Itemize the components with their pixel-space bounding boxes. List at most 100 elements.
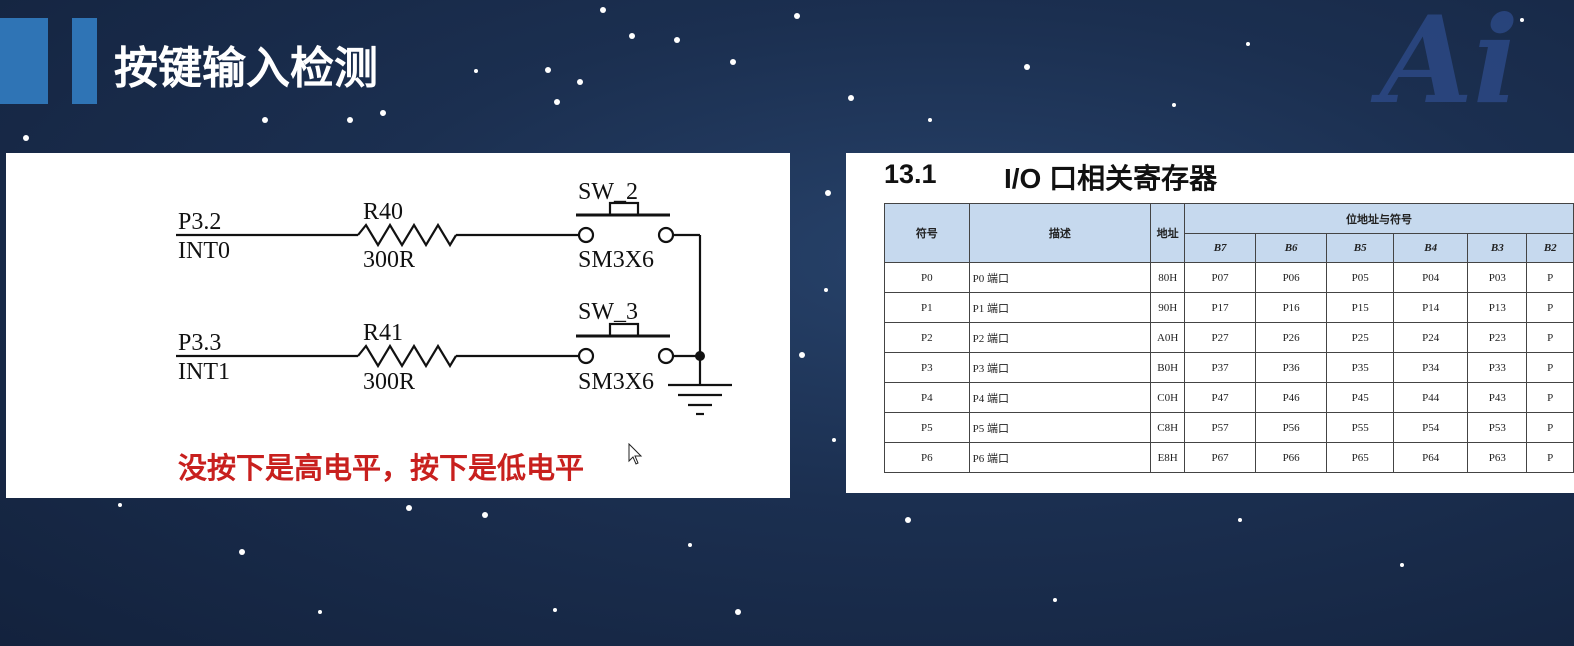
register-symbol-cell: P5 [884,412,970,443]
register-bit-cell: P33 [1467,352,1528,383]
section-title: I/O 口相关寄存器 [1004,163,1218,194]
resistor-value-r40: 300R [363,247,415,273]
register-symbol-cell: P1 [884,292,970,323]
signal-label-int0: INT0 [178,238,230,264]
register-bit-cell: P46 [1255,382,1328,413]
section-number: 13.1 [884,159,937,189]
register-description-cell: P5 端口 [968,412,1152,443]
register-bit-cell: P25 [1326,322,1395,353]
register-bit-cell: P24 [1393,322,1469,353]
brand-logo: Ai [1380,0,1519,131]
register-bit-cell: P [1526,412,1574,443]
register-bit-cell: P [1526,322,1574,353]
header-bit: B6 [1255,233,1328,263]
resistor-label-r40: R40 [363,199,403,225]
header-bit-group: 位地址与符号 [1184,203,1574,234]
header-bit: B7 [1184,233,1257,263]
register-bit-cell: P17 [1184,292,1257,323]
register-address-cell: 80H [1150,262,1186,293]
register-bit-cell: P [1526,382,1574,413]
register-bit-cell: P16 [1255,292,1328,323]
register-bit-cell: P35 [1326,352,1395,383]
register-bit-cell: P [1526,352,1574,383]
register-bit-cell: P54 [1393,412,1469,443]
register-symbol-cell: P6 [884,442,970,473]
header-address: 地址 [1150,203,1186,263]
register-bit-cell: P45 [1326,382,1395,413]
slide-title: 按键输入检测 [114,43,378,94]
register-bit-cell: P36 [1255,352,1328,383]
switch-label-sw2: SW_2 [578,179,638,205]
port-label-p3-3: P3.3 [178,330,221,356]
header-description: 描述 [968,203,1152,263]
register-address-cell: E8H [1150,442,1186,473]
switch-model-sw2: SM3X6 [578,247,654,273]
register-doc-panel: 13.1 I/O 口相关寄存器 符号 描述 地址 位地址与符号 B7 B6 B5… [846,153,1574,493]
register-bit-cell: P37 [1184,352,1257,383]
register-bit-cell: P47 [1184,382,1257,413]
title-accent-stripe [72,18,97,104]
resistor-label-r41: R41 [363,320,403,346]
register-description-cell: P6 端口 [968,442,1152,473]
register-address-cell: B0H [1150,352,1186,383]
register-description-cell: P2 端口 [968,322,1152,353]
circuit-panel: P3.2 INT0 R40 300R SW_2 SM3X6 P3.3 INT1 … [6,153,790,498]
register-symbol-cell: P2 [884,322,970,353]
register-description-cell: P0 端口 [968,262,1152,293]
register-address-cell: C0H [1150,382,1186,413]
register-bit-cell: P05 [1326,262,1395,293]
register-bit-cell: P66 [1255,442,1328,473]
header-bit: B2 [1526,233,1574,263]
register-bit-cell: P03 [1467,262,1528,293]
register-bit-cell: P67 [1184,442,1257,473]
register-symbol-cell: P4 [884,382,970,413]
register-symbol-cell: P3 [884,352,970,383]
register-bit-cell: P06 [1255,262,1328,293]
button-circuit-diagram: P3.2 INT0 R40 300R SW_2 SM3X6 P3.3 INT1 … [176,179,732,416]
switch-model-sw3: SM3X6 [578,369,654,395]
signal-label-int1: INT1 [178,359,230,385]
register-bit-cell: P [1526,442,1574,473]
register-bit-cell: P57 [1184,412,1257,443]
register-description-cell: P4 端口 [968,382,1152,413]
register-bit-cell: P [1526,262,1574,293]
register-bit-cell: P15 [1326,292,1395,323]
register-bit-cell: P [1526,292,1574,323]
register-bit-cell: P26 [1255,322,1328,353]
register-bit-cell: P07 [1184,262,1257,293]
header-symbol: 符号 [884,203,970,263]
register-bit-cell: P53 [1467,412,1528,443]
register-bit-cell: P23 [1467,322,1528,353]
resistor-value-r41: 300R [363,369,415,395]
register-address-cell: C8H [1150,412,1186,443]
register-address-cell: 90H [1150,292,1186,323]
register-bit-cell: P55 [1326,412,1395,443]
title-accent-block [0,18,48,104]
register-bit-cell: P56 [1255,412,1328,443]
circuit-caption: 没按下是高电平，按下是低电平 [178,451,585,485]
register-bit-cell: P34 [1393,352,1469,383]
register-address-cell: A0H [1150,322,1186,353]
register-bit-cell: P43 [1467,382,1528,413]
register-bit-cell: P65 [1326,442,1395,473]
register-bit-cell: P44 [1393,382,1469,413]
header-bit: B5 [1326,233,1395,263]
header-bit: B4 [1393,233,1469,263]
register-description-cell: P3 端口 [968,352,1152,383]
mouse-pointer-icon [628,443,643,465]
register-bit-cell: P13 [1467,292,1528,323]
register-bit-cell: P04 [1393,262,1469,293]
switch-label-sw3: SW_3 [578,299,638,325]
register-bit-cell: P63 [1467,442,1528,473]
register-symbol-cell: P0 [884,262,970,293]
